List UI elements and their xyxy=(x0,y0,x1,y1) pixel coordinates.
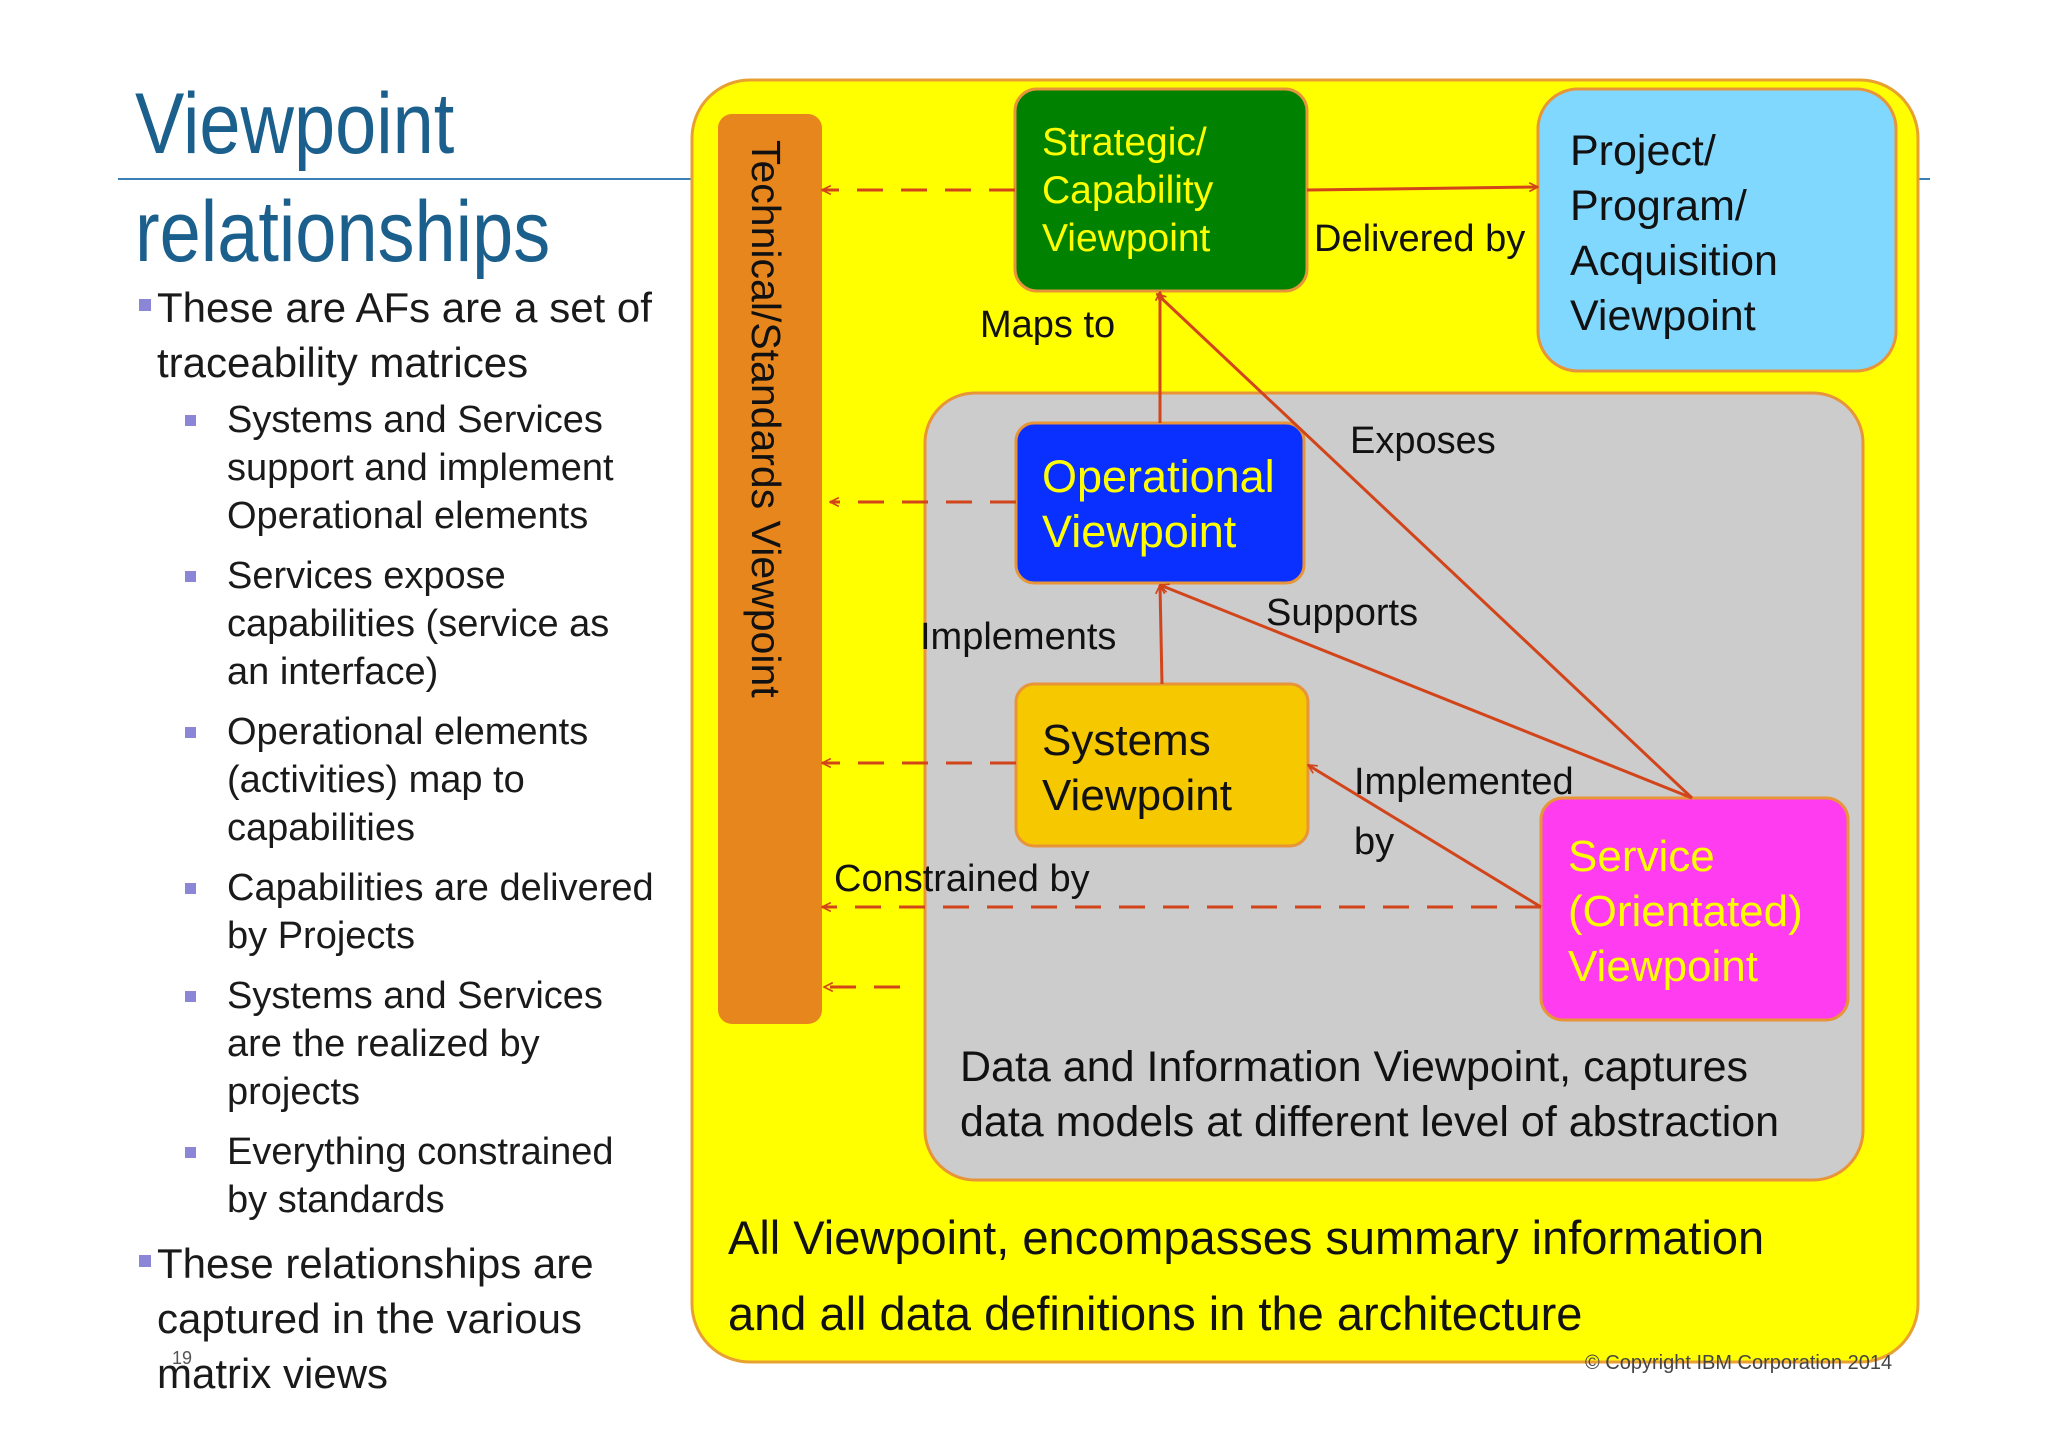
exposes-label: Exposes xyxy=(1350,420,1496,462)
sub-bullet-text: Systems and Services support and impleme… xyxy=(227,399,614,537)
service-viewpoint-box xyxy=(1539,796,1850,1022)
service-line: Viewpoint xyxy=(1568,942,1758,991)
supports-label: Supports xyxy=(1266,592,1419,634)
sub-bullet-text: Services expose capabilities (service as… xyxy=(227,555,610,693)
strategic-viewpoint-label: Strategic/ Capability Viewpoint xyxy=(1042,119,1213,263)
data-information-viewpoint-label: Data and Information Viewpoint, captures… xyxy=(960,1040,1779,1150)
arrow-exposes xyxy=(1157,294,1694,800)
bullet-square-icon xyxy=(185,991,196,1002)
data-information-line: data models at different level of abstra… xyxy=(960,1098,1780,1146)
arrow-supports xyxy=(1160,585,1693,800)
strategic-line: Strategic/ xyxy=(1042,121,1207,164)
systems-line: Systems xyxy=(1042,716,1211,765)
project-line: Acquisition xyxy=(1570,237,1778,285)
technical-viewpoint-bar xyxy=(718,114,822,1024)
page-title: Viewpoint relationships xyxy=(135,70,617,286)
delivered-by-label: Delivered by xyxy=(1314,218,1526,260)
all-viewpoint-label: All Viewpoint, encompasses summary infor… xyxy=(728,1200,1764,1352)
arrow-delivered-by xyxy=(1306,187,1538,190)
constrained-by-label: Constrained by xyxy=(834,858,1090,900)
sub-bullet-item: Services expose capabilities (service as… xyxy=(135,552,655,696)
sub-bullet-text: Everything constrained by standards xyxy=(227,1131,614,1221)
operational-line: Operational xyxy=(1042,451,1275,502)
bullet-square-icon xyxy=(185,727,196,738)
sub-bullet-text: Operational elements (activities) map to… xyxy=(227,711,589,849)
sub-bullet-item: Systems and Services support and impleme… xyxy=(135,396,655,540)
project-line: Project/ xyxy=(1570,127,1716,175)
sub-bullet-text: Capabilities are delivered by Projects xyxy=(227,867,654,957)
technical-viewpoint-label: Technical/Standards Viewpoint xyxy=(743,140,789,698)
bullet-square-icon xyxy=(185,571,196,582)
project-acquisition-viewpoint-box xyxy=(1536,87,1898,373)
all-viewpoint-line: All Viewpoint, encompasses summary infor… xyxy=(728,1211,1765,1264)
page-number: 19 xyxy=(172,1348,193,1368)
implemented-by-line: by xyxy=(1354,821,1395,863)
all-viewpoint-line: and all data definitions in the architec… xyxy=(728,1287,1583,1340)
data-information-line: Data and Information Viewpoint, captures xyxy=(960,1043,1749,1091)
bullet-square-icon xyxy=(139,299,151,311)
bullet-square-icon xyxy=(139,1255,151,1267)
sub-bullet-list: Systems and Services support and impleme… xyxy=(135,396,655,1224)
project-line: Program/ xyxy=(1570,182,1747,230)
sub-bullet-item: Systems and Services are the realized by… xyxy=(135,972,655,1116)
strategic-line: Viewpoint xyxy=(1042,217,1211,260)
arrow-implemented-by xyxy=(1308,763,1542,909)
copyright-notice: © Copyright IBM Corporation 2014 xyxy=(1585,1352,1893,1374)
title-line-1: Viewpoint xyxy=(135,76,455,172)
service-viewpoint-label: Service (Orientated) Viewpoint xyxy=(1568,829,1803,994)
sub-bullet-item: Everything constrained by standards xyxy=(135,1128,655,1224)
title-line-2: relationships xyxy=(135,184,551,280)
bullet-square-icon xyxy=(185,415,196,426)
sub-bullet-text: Systems and Services are the realized by… xyxy=(227,975,603,1113)
operational-line: Viewpoint xyxy=(1042,506,1237,557)
bullet-text: These relationships are captured in the … xyxy=(157,1240,594,1397)
operational-viewpoint-label: Operational Viewpoint xyxy=(1042,449,1275,559)
project-line: Viewpoint xyxy=(1570,292,1756,340)
systems-viewpoint-label: Systems Viewpoint xyxy=(1042,713,1232,823)
bullet-item: These relationships are captured in the … xyxy=(135,1236,655,1401)
systems-line: Viewpoint xyxy=(1042,771,1232,820)
bullet-square-icon xyxy=(185,1147,196,1158)
project-viewpoint-label: Project/ Program/ Acquisition Viewpoint xyxy=(1570,124,1778,344)
sub-bullet-item: Operational elements (activities) map to… xyxy=(135,708,655,852)
strategic-line: Capability xyxy=(1042,169,1214,212)
bullet-text: These are AFs are a set of traceability … xyxy=(157,284,652,386)
arrow-implements xyxy=(1160,585,1162,685)
sub-bullet-item: Capabilities are delivered by Projects xyxy=(135,864,655,960)
implements-label: Implements xyxy=(920,616,1117,658)
service-line: Service xyxy=(1568,832,1715,881)
bullet-item: These are AFs are a set of traceability … xyxy=(135,280,655,390)
service-line: (Orientated) xyxy=(1568,887,1803,936)
implemented-by-label: Implemented by xyxy=(1354,752,1574,872)
maps-to-label: Maps to xyxy=(980,304,1116,346)
bullet-square-icon xyxy=(185,883,196,894)
implemented-by-line: Implemented xyxy=(1354,761,1574,803)
bullet-list: These are AFs are a set of traceability … xyxy=(135,280,655,1401)
